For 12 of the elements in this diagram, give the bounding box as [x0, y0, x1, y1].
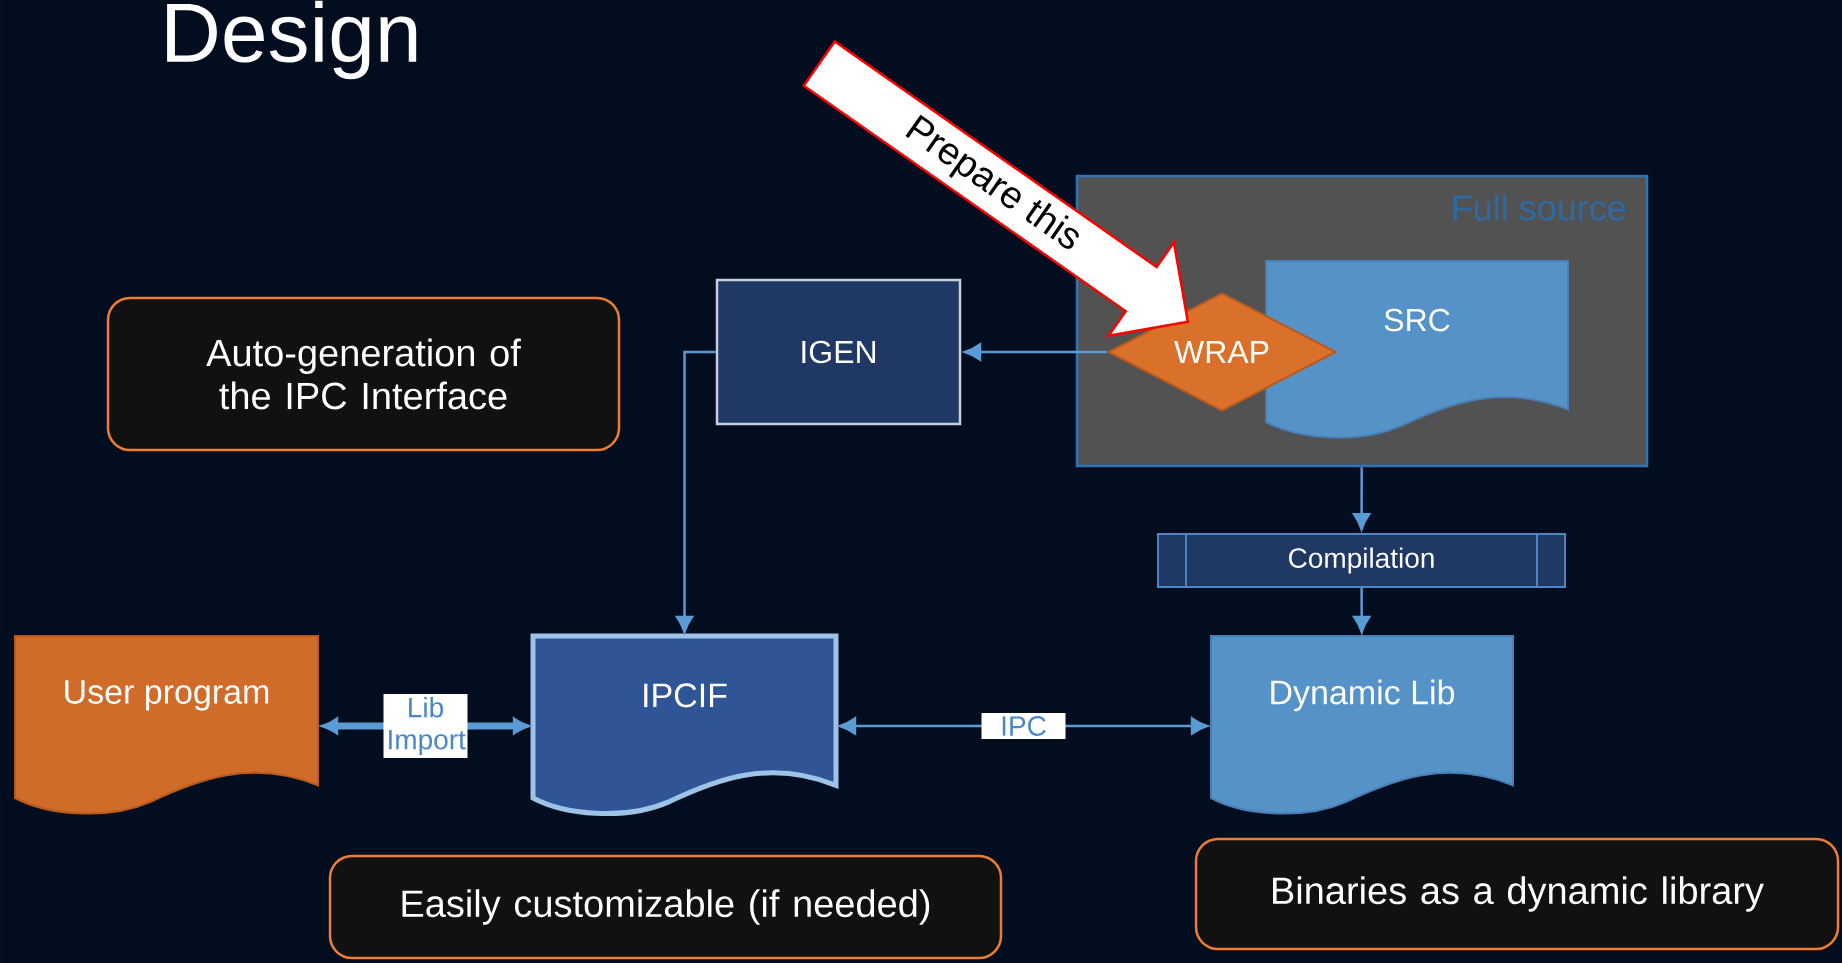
edge-label: Lib Import	[383, 693, 468, 759]
arrow	[963, 343, 1107, 361]
callout-box: Auto-generation of the IPC Interface	[106, 296, 621, 452]
process-box: IGEN	[715, 278, 962, 426]
slide-title: Design	[167, 0, 417, 80]
predefined-process-box: Compilation	[1157, 533, 1566, 588]
arrow	[1353, 588, 1371, 634]
arrow	[1352, 467, 1371, 531]
arrow	[675, 350, 716, 634]
callout-box: Easily customizable (if needed)	[328, 854, 1003, 960]
edge-label: IPC	[981, 713, 1066, 739]
callout-box: Binaries as a dynamic library	[1194, 837, 1840, 951]
